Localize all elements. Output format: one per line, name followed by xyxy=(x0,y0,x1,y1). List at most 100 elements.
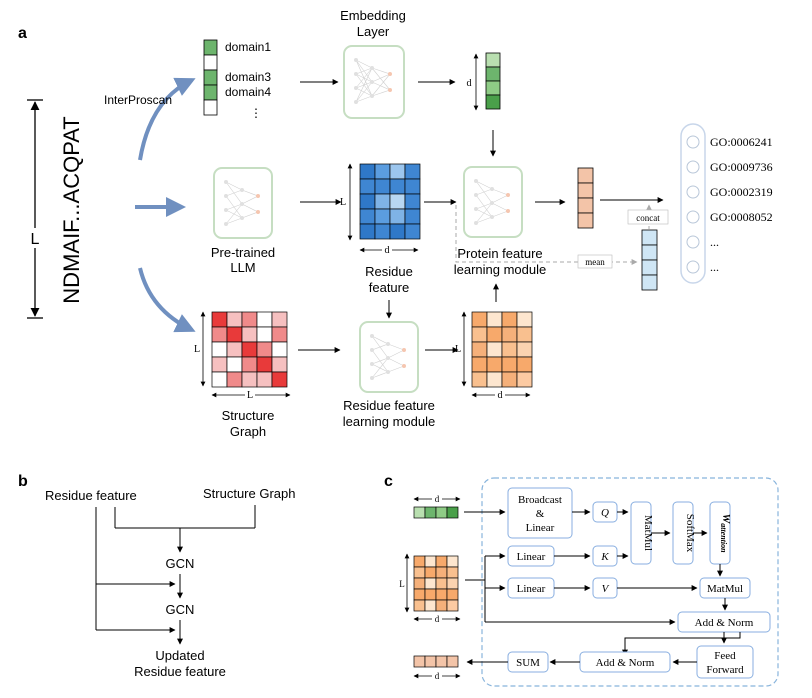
updated-matrix-cell xyxy=(516,371,533,388)
embedding-layer-title-1: Embedding xyxy=(340,8,406,23)
c-matrix-cell xyxy=(446,555,459,568)
residue-feature-matrix xyxy=(359,163,421,240)
updated-matrix-cell xyxy=(486,326,503,343)
updated-matrix-cell xyxy=(471,341,488,358)
domain-vector xyxy=(203,39,218,116)
broadcast-label-1: Broadcast xyxy=(518,494,562,506)
w-attention-text: Wattention xyxy=(719,513,732,553)
structure-matrix-cell xyxy=(241,371,258,388)
residue-matrix-cell xyxy=(389,163,406,180)
c-residue-matrix xyxy=(413,555,459,612)
add-norm-label-2: Add & Norm xyxy=(596,657,655,669)
go-node xyxy=(686,235,700,249)
updated-matrix-cell xyxy=(486,341,503,358)
structure-matrix-cell xyxy=(241,356,258,373)
c-matrix-cell xyxy=(446,566,459,579)
broadcast-linear-box xyxy=(507,487,573,539)
residue-matrix-cell xyxy=(374,178,391,195)
concat-label: concat xyxy=(636,213,660,223)
residue-matrix-cell xyxy=(359,208,376,225)
updated-matrix-cell xyxy=(486,356,503,373)
residue-matrix-cell xyxy=(389,178,406,195)
c-matrix-cell xyxy=(413,555,426,568)
residue-matrix-cell xyxy=(404,208,421,225)
structure-matrix-cell xyxy=(271,326,288,343)
residue-matrix-cell xyxy=(389,223,406,240)
llm-label-2: LLM xyxy=(230,260,255,275)
residue-matrix-cell xyxy=(374,193,391,210)
go-term-label: GO:0008052 xyxy=(710,210,773,224)
structure-matrix-cell xyxy=(271,371,288,388)
go-term-label: GO:0009736 xyxy=(710,160,773,174)
panel-a-label: a xyxy=(18,25,27,42)
structure-matrix-cell xyxy=(256,341,273,358)
updated-matrix-cell xyxy=(471,371,488,388)
matmul-label: MatMul xyxy=(707,583,743,595)
protein-sequence: NDMAIF...ACQPAT xyxy=(59,116,84,303)
go-node xyxy=(686,185,700,199)
c-matrix-cell xyxy=(446,577,459,590)
go-node xyxy=(686,260,700,274)
llm-label-1: Pre-trained xyxy=(211,245,275,260)
structure-matrix-cell xyxy=(256,326,273,343)
structure-matrix-cell xyxy=(256,311,273,328)
residue-matrix-cell xyxy=(389,193,406,210)
panel-a: a L NDMAIF...ACQPAT InterProscan domain1… xyxy=(18,8,773,439)
matmul-vertical-label: MatMul xyxy=(642,515,654,551)
w-attention-sub: attention xyxy=(719,523,728,553)
updated-matrix-cell xyxy=(516,326,533,343)
v-label: V xyxy=(602,583,610,595)
go-term-label: GO:0002319 xyxy=(710,185,773,199)
structure-graph-label-2: Graph xyxy=(230,424,266,439)
c-matrix-cell xyxy=(424,588,437,601)
structure-matrix-cell xyxy=(256,356,273,373)
c-matrix-cell xyxy=(413,577,426,590)
residue-matrix-cell xyxy=(404,163,421,180)
structure-matrix-cell xyxy=(226,326,243,343)
panel-c: c d L d Broadcast & Linear Linear xyxy=(384,473,779,687)
structure-matrix-cell xyxy=(256,371,273,388)
attention-block-border xyxy=(481,477,779,687)
domain-embedding-dim-label: d xyxy=(467,78,472,89)
panel-b: b Residue feature Structure Graph GCN GC… xyxy=(18,473,296,679)
gcn-2-label: GCN xyxy=(166,602,195,617)
concat-box xyxy=(627,209,669,225)
c-green-dim-label: d xyxy=(435,494,440,504)
c-matrix-cell xyxy=(424,566,437,579)
structure-matrix-cell xyxy=(211,311,228,328)
panel-b-residue-feature: Residue feature xyxy=(45,488,137,503)
structure-width-label: L xyxy=(247,390,253,401)
protein-module-label-1: Protein feature xyxy=(457,246,542,261)
residue-matrix-cell xyxy=(359,193,376,210)
softmax-label: SoftMax xyxy=(684,514,696,553)
residue-matrix-cell xyxy=(359,163,376,180)
c-output-dim-label: d xyxy=(435,671,440,681)
arrow-to-structure xyxy=(138,267,196,333)
structure-matrix-cell xyxy=(271,356,288,373)
structure-matrix-cell xyxy=(226,311,243,328)
embedding-layer-title-2: Layer xyxy=(357,24,390,39)
go-term-label: ... xyxy=(710,235,719,249)
updated-matrix-cell xyxy=(486,371,503,388)
go-term-list: GO:0006241GO:0009736GO:0002319GO:0008052… xyxy=(686,135,773,274)
mean-label: mean xyxy=(585,257,605,267)
protein-feature-vector xyxy=(577,167,594,229)
updated-matrix-cell xyxy=(501,356,518,373)
updated-dim-bg xyxy=(495,388,505,400)
embedding-layer-box xyxy=(343,45,405,119)
c-matrix-cell xyxy=(435,577,448,590)
domain-label-2: domain3 xyxy=(225,70,271,84)
structure-matrix-cell xyxy=(211,356,228,373)
mean-feature-vector xyxy=(641,229,658,291)
c-matrix-cell xyxy=(435,555,448,568)
c-matrix-cell xyxy=(435,599,448,612)
updated-length-label: L xyxy=(455,344,461,355)
c-matrix-cell xyxy=(413,566,426,579)
c-output-dim-bg xyxy=(432,669,442,681)
gcn-1-label: GCN xyxy=(166,556,195,571)
updated-matrix-cell xyxy=(486,311,503,328)
c-matrix-cell xyxy=(424,577,437,590)
c-matrix-cell xyxy=(424,599,437,612)
go-term-label: ... xyxy=(710,260,719,274)
domain-label-1: domain1 xyxy=(225,40,271,54)
